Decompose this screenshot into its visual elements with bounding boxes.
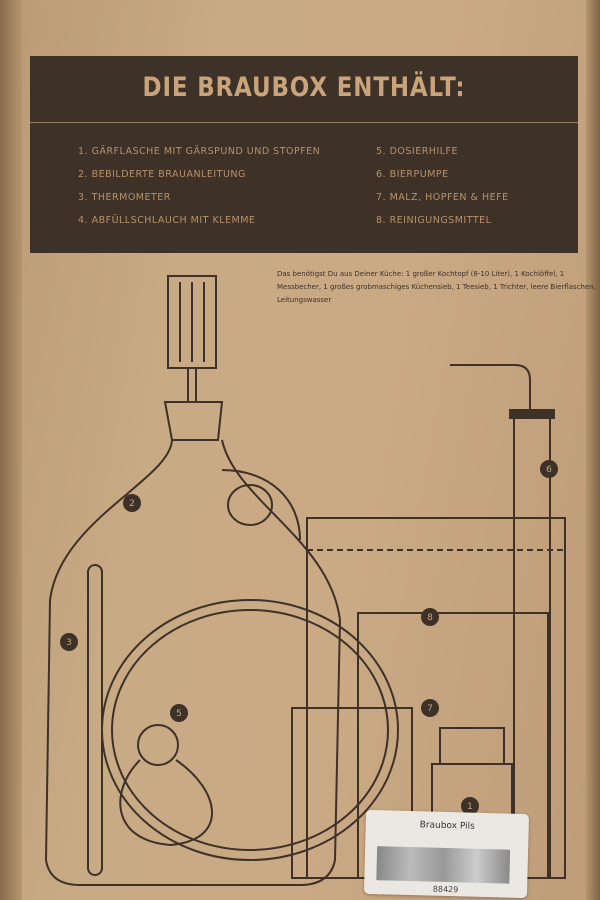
kitchen-requirements-note: Das benötigst Du aus Deiner Küche: 1 gro… (277, 270, 596, 304)
jar-drawing (291, 707, 413, 879)
marker-3: 3 (66, 638, 72, 648)
thermometer-drawing (87, 564, 103, 876)
contents-item: 2. Bebilderte Brauanleitung (78, 169, 246, 180)
contents-item: 3. Thermometer (78, 192, 171, 203)
contents-list-left: 1. Gärflasche mit Gärspund und Stopfen 2… (78, 146, 320, 238)
pump-tube-drawing (450, 364, 531, 410)
contents-list-right: 5. Dosierhilfe 6. Bierpumpe 7. Malz, Hop… (376, 146, 509, 238)
marker-5: 5 (176, 709, 182, 719)
box-edge-left (0, 0, 22, 900)
dosing-aid-drawing (137, 724, 179, 766)
product-sticker: Braubox Pils 88429 (363, 809, 530, 899)
marker-1: 1 (467, 802, 473, 812)
contents-banner: DIE BRAUBOX ENTHÄLT: 1. Gärflasche mit G… (30, 56, 578, 253)
contents-item: 8. Reinigungsmittel (376, 215, 492, 226)
carboy-drawing (44, 439, 342, 886)
hose-drawing (101, 599, 399, 861)
barcode (376, 846, 511, 884)
marker-2: 2 (129, 499, 135, 509)
sticker-code: 88429 (432, 884, 459, 895)
stopper-drawing (163, 401, 224, 441)
box-edge-right (586, 0, 600, 900)
banner-title: DIE BRAUBOX ENTHÄLT: (142, 72, 466, 103)
contents-item: 5. Dosierhilfe (376, 146, 459, 157)
contents-item: 6. Bierpumpe (376, 169, 449, 180)
contents-item: 7. Malz, Hopfen & Hefe (376, 192, 509, 203)
airlock-drawing (167, 275, 217, 369)
sticker-title: Braubox Pils (419, 820, 475, 832)
marker-7: 7 (427, 704, 433, 714)
marker-6: 6 (546, 465, 552, 475)
contents-item: 4. Abfüllschlauch mit Klemme (78, 215, 256, 226)
banner-divider (30, 122, 578, 123)
contents-item: 1. Gärflasche mit Gärspund und Stopfen (78, 146, 321, 157)
marker-8: 8 (427, 613, 433, 623)
bottle-cap-drawing (439, 727, 505, 765)
